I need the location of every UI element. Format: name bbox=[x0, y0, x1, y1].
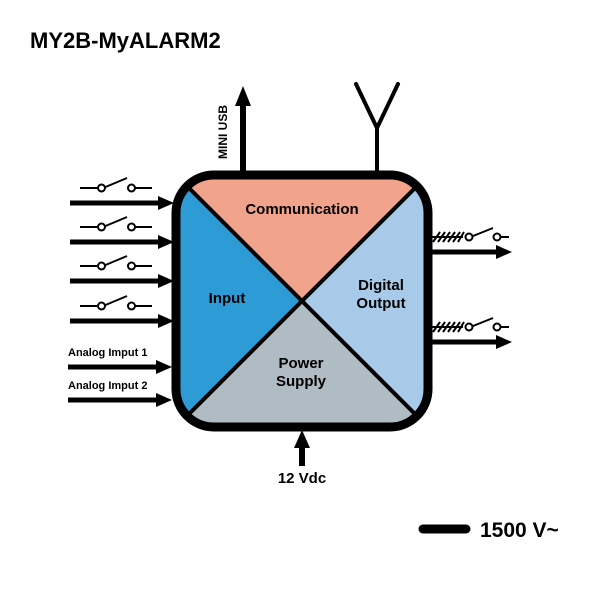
analog-input-2-label: Analog Imput 2 bbox=[68, 380, 147, 392]
input-label: Input bbox=[209, 290, 246, 307]
power-supply-label-line1: Power bbox=[278, 355, 323, 372]
input-arrow bbox=[70, 235, 174, 249]
digital-input-row bbox=[70, 255, 174, 288]
analog-input-1-label: Analog Imput 1 bbox=[68, 347, 147, 359]
input-arrow bbox=[70, 196, 174, 210]
device-box bbox=[171, 170, 433, 432]
digital-output-label-line1: Digital bbox=[358, 277, 404, 294]
analog-input-row: Analog Imput 2 bbox=[68, 380, 172, 407]
switch-contact-icon bbox=[79, 295, 153, 311]
mini-usb-arrow bbox=[235, 86, 251, 174]
digital-input-row bbox=[70, 216, 174, 249]
isolation-rating-label: 1500 V~ bbox=[480, 519, 559, 542]
page-title: MY2B-MyALARM2 bbox=[30, 28, 221, 53]
input-arrow bbox=[70, 314, 174, 328]
power-supply-section bbox=[176, 301, 428, 427]
analog-input-row: Analog Imput 1 bbox=[68, 347, 172, 374]
digital-input-row bbox=[70, 295, 174, 328]
output-arrow bbox=[430, 335, 512, 349]
input-arrow bbox=[68, 393, 172, 407]
switch-contact-icon bbox=[79, 255, 153, 271]
input-section bbox=[176, 175, 302, 427]
communication-label: Communication bbox=[245, 201, 358, 218]
digital-output-row bbox=[430, 317, 512, 349]
input-arrow bbox=[68, 360, 172, 374]
switch-contact-icon bbox=[79, 216, 153, 232]
mini-usb-label: MINI USB bbox=[216, 105, 230, 159]
relay-contact-icon bbox=[430, 317, 510, 333]
power-arrow bbox=[294, 430, 310, 466]
digital-output-row bbox=[430, 227, 512, 259]
output-arrow bbox=[430, 245, 512, 259]
relay-contact-icon bbox=[430, 227, 510, 243]
power-voltage-label: 12 Vdc bbox=[278, 470, 326, 487]
digital-output-section bbox=[302, 175, 428, 427]
communication-section bbox=[176, 175, 428, 301]
isolation-rating: 1500 V~ bbox=[418, 519, 559, 542]
diagonal-divider bbox=[176, 175, 428, 427]
switch-contact-icon bbox=[79, 177, 153, 193]
power-supply-label-line2: Supply bbox=[276, 373, 327, 390]
antenna-icon bbox=[354, 82, 400, 176]
digital-input-row bbox=[70, 177, 174, 210]
input-arrow bbox=[70, 274, 174, 288]
device-box-border bbox=[171, 170, 433, 432]
digital-output-label-line2: Output bbox=[356, 295, 405, 312]
